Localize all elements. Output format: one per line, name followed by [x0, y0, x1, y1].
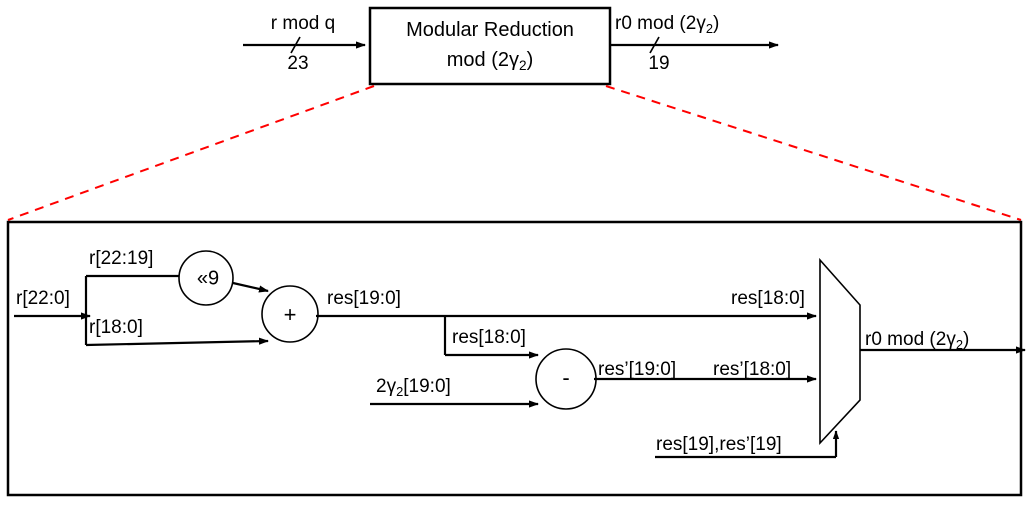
- mux-output-suffix: ): [963, 329, 970, 350]
- block-title-line2-sub: 2: [519, 57, 527, 73]
- mux-output-prefix: r0 mod (2: [865, 329, 947, 350]
- mux-select-wire: [655, 430, 840, 459]
- block-title-line2-prefix: mod (2: [446, 49, 510, 71]
- shift-left-9-block: [178, 250, 269, 306]
- top-level-input-arrow: [243, 36, 366, 54]
- input-bus-label: r[22:0]: [16, 288, 70, 309]
- mux-select-label: res[19],res’[19]: [656, 434, 782, 455]
- callout-lines: [7, 85, 1022, 221]
- top-output-sub: 2: [705, 20, 713, 36]
- mux-output-label: r0 mod (2γ2): [865, 329, 970, 352]
- mux-input-0-label: res[18:0]: [731, 288, 805, 309]
- adder-output-label: res[19:0]: [327, 288, 401, 309]
- block-title-line1: Modular Reduction: [406, 19, 574, 41]
- adder-output-branch-label: res[18:0]: [452, 327, 526, 348]
- top-output-width-label: 19: [648, 53, 670, 74]
- adder-operator-symbol: +: [283, 302, 297, 327]
- bus-split-wires: [84, 274, 269, 347]
- lower-slice-label: r[18:0]: [89, 317, 143, 338]
- mux-output-sub: 2: [955, 336, 963, 352]
- top-output-suffix: ): [713, 13, 720, 34]
- adder-output-branch-wire: [443, 316, 539, 359]
- constant-sub: 2: [396, 383, 404, 399]
- constant-input-label: 2γ2[19:0]: [376, 376, 451, 399]
- subtractor-operator-symbol: -: [562, 365, 570, 390]
- top-output-signal-label: r0 mod (2γ2): [615, 13, 720, 36]
- detail-enclosure-outline: [6, 220, 1023, 497]
- constant-prefix: 2: [376, 376, 387, 397]
- block-title-line2-suffix: ): [526, 49, 534, 71]
- adder-block: [261, 285, 319, 343]
- top-input-width-label: 23: [287, 53, 309, 74]
- block-title-line2: mod (2γ2): [446, 49, 534, 73]
- subtractor-output-label: res’[19:0]: [598, 359, 677, 380]
- top-output-prefix: r0 mod (2: [615, 13, 697, 34]
- top-level-output-arrow: [610, 36, 779, 54]
- mux-block: [819, 257, 861, 446]
- mux-input-1-label: res’[18:0]: [713, 359, 792, 380]
- constant-suffix: [19:0]: [403, 376, 451, 397]
- shift-left-operator-symbol: «9: [196, 267, 220, 290]
- upper-slice-label: r[22:19]: [89, 248, 154, 269]
- top-input-signal-label: r mod q: [270, 13, 336, 34]
